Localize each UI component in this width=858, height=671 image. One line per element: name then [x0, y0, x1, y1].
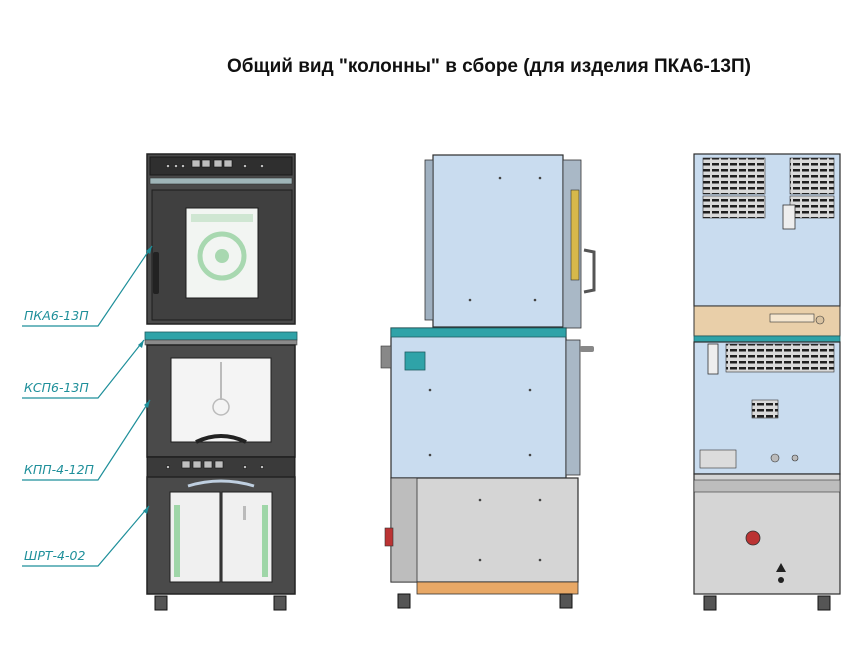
rotating-tray-icon [197, 231, 247, 281]
door-handle-side [583, 248, 596, 294]
callout-leader-ksp [22, 339, 145, 399]
proofer-handle [195, 434, 247, 444]
teal-rail [144, 331, 298, 341]
rear-base-cabinet [693, 473, 841, 595]
oven-side-panel [432, 154, 564, 328]
teal-rail-rear [693, 335, 841, 343]
foot [273, 595, 287, 611]
arrow-icon [138, 340, 144, 348]
base-cabinet-side [390, 477, 579, 583]
arrow-icon [143, 506, 149, 514]
arrow-icon [144, 400, 150, 408]
vent-grille [789, 195, 835, 219]
vent-grille [702, 157, 766, 195]
callout-leader-pka [22, 245, 153, 327]
side-view [380, 154, 596, 609]
vent-grille [789, 157, 835, 195]
callout-label-kpp: КПП-4-12П [24, 462, 95, 477]
vent-grille [751, 399, 779, 419]
callout-label-ksp: КСП6-13П [24, 380, 89, 395]
foot [817, 595, 831, 611]
callout-leader-kpp [22, 399, 151, 481]
control-buttons [166, 159, 264, 168]
callout-label-pka: ПКА6-13П [24, 308, 89, 323]
rear-view [693, 153, 841, 611]
proofer-side-panel [390, 327, 567, 479]
callouts [22, 245, 153, 567]
callout-leader-shrt [22, 505, 150, 567]
foot [397, 593, 411, 609]
vent-grille [725, 343, 835, 373]
callout-label-shrt: ШРТ-4-02 [24, 548, 85, 563]
door-handle [153, 252, 159, 294]
front-view [144, 153, 298, 611]
warning-icon [776, 563, 786, 572]
foot [703, 595, 717, 611]
teal-strip [149, 177, 293, 185]
vent-grille [702, 195, 766, 219]
teal-strip-side [390, 327, 567, 338]
foot [559, 593, 573, 609]
power-switch-icon [745, 530, 761, 546]
cabinet-body [146, 476, 296, 595]
orange-strip [416, 581, 579, 595]
foot [154, 595, 168, 611]
arrow-icon [146, 246, 152, 254]
tan-panel [693, 305, 841, 337]
page-title: Общий вид "колонны" в сборе (для изделия… [227, 56, 751, 77]
